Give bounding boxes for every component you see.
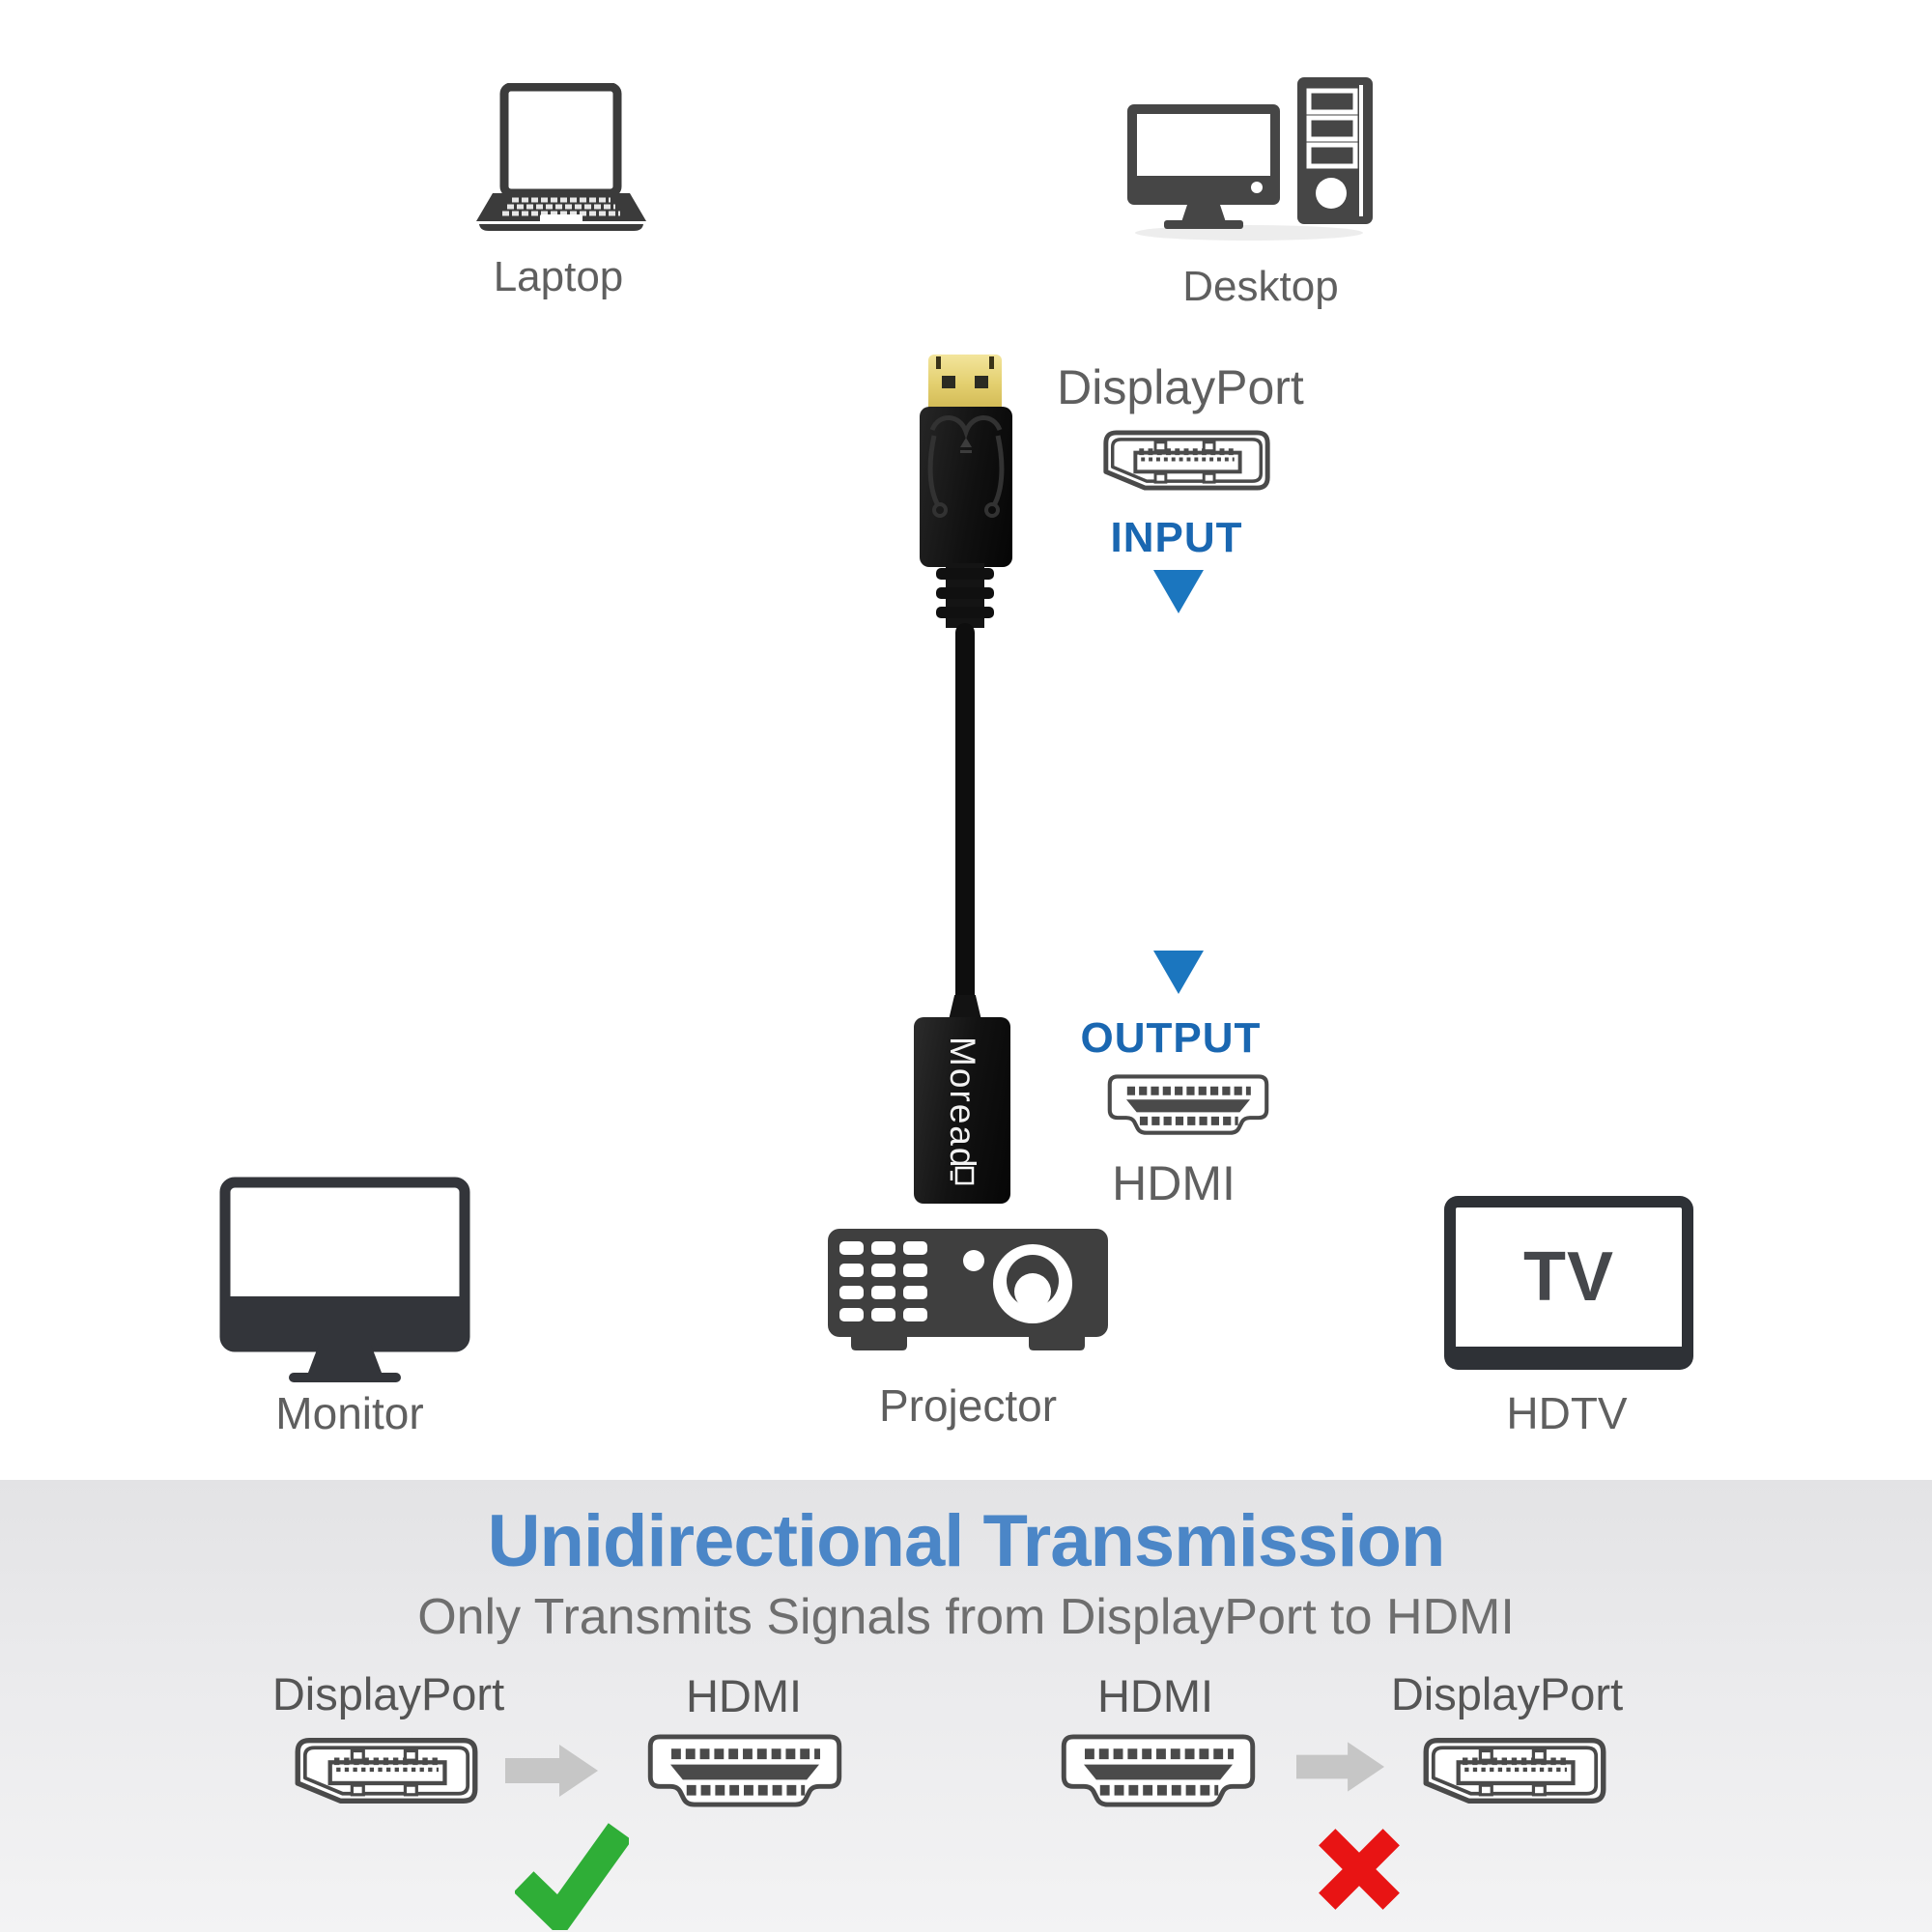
down-arrow-icon <box>1153 570 1204 613</box>
output-label: OUTPUT <box>1080 1014 1262 1062</box>
monitor-glyph-icon <box>950 1166 975 1185</box>
brand-label: Moread <box>943 1037 982 1170</box>
banner-subtitle: Only Transmits Signals from DisplayPort … <box>417 1589 1515 1645</box>
projector-label: Projector <box>878 1380 1058 1431</box>
dp-plug-gold-tip <box>928 355 1002 409</box>
allowed-to-label: HDMI <box>685 1670 803 1721</box>
cable-boot <box>949 995 981 1020</box>
hdtv-label: HDTV <box>1506 1388 1628 1438</box>
desktop-label: Desktop <box>1182 263 1339 310</box>
strain-relief-rib <box>936 587 994 599</box>
displayport-port-icon <box>1423 1737 1606 1804</box>
strain-relief-rib <box>936 568 994 580</box>
arrow-right-icon <box>505 1744 599 1798</box>
banner-background <box>0 1480 1932 1932</box>
plug-notch-icon <box>989 356 994 369</box>
hdmi-port-icon <box>1061 1734 1256 1808</box>
laptop-icon <box>475 83 647 234</box>
displayport-label-top: DisplayPort <box>1057 360 1304 414</box>
arrow-right-icon <box>1296 1741 1385 1793</box>
monitor-label: Monitor <box>275 1388 424 1438</box>
desktop-icon <box>1125 75 1377 244</box>
cross-icon <box>1319 1829 1400 1910</box>
input-label: INPUT <box>1110 514 1243 561</box>
adapter-cable <box>955 623 975 1006</box>
monitor-icon <box>219 1177 470 1384</box>
displayport-port-icon <box>295 1737 478 1804</box>
projector-icon <box>828 1229 1108 1352</box>
plug-notch-icon <box>936 356 941 369</box>
hdmi-adapter-head <box>914 1017 1010 1204</box>
blocked-from-label: HDMI <box>1096 1670 1214 1721</box>
hdmi-port-icon <box>647 1734 842 1808</box>
tv-screen-label: TV <box>1522 1238 1614 1316</box>
down-arrow-icon <box>1153 951 1204 994</box>
plug-pin-icon <box>942 376 955 388</box>
tv-icon: TV <box>1444 1196 1693 1370</box>
check-icon <box>515 1823 629 1930</box>
blocked-to-label: DisplayPort <box>1390 1668 1624 1719</box>
strain-relief-rib <box>936 607 994 618</box>
laptop-label: Laptop <box>493 253 624 300</box>
allowed-from-label: DisplayPort <box>271 1668 505 1719</box>
hdmi-label-top: HDMI <box>1112 1156 1236 1210</box>
displayport-port-icon <box>1101 430 1272 491</box>
hdmi-port-icon <box>1106 1074 1270 1136</box>
plug-pin-icon <box>975 376 988 388</box>
dp-plug-detail-icon <box>927 415 1005 518</box>
banner-title: Unidirectional Transmission <box>487 1500 1446 1582</box>
